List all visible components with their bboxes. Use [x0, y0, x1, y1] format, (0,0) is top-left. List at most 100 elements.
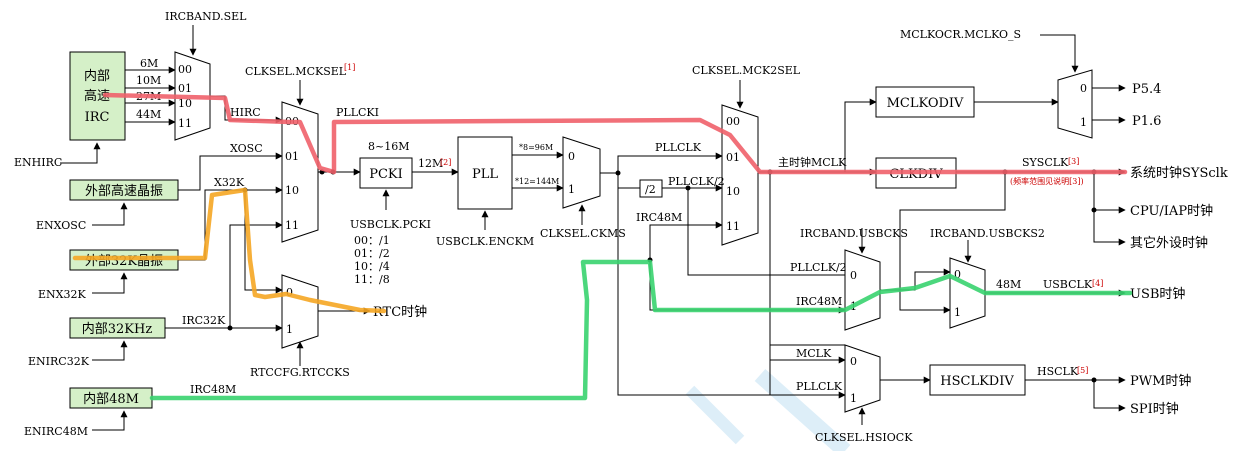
- svg-text:IRCBAND.SEL: IRCBAND.SEL: [165, 10, 247, 23]
- svg-text:[3]: [3]: [1068, 157, 1079, 166]
- svg-text:[1]: [1]: [344, 63, 355, 72]
- svg-text:P1.6: P1.6: [1132, 114, 1161, 129]
- svg-text:内部32KHz: 内部32KHz: [82, 321, 153, 337]
- highlight-paths: [72, 92, 1133, 401]
- svg-text:MCLKOCR.MCLKO_S: MCLKOCR.MCLKO_S: [900, 28, 1021, 41]
- svg-text:CLKSEL.CKMS: CLKSEL.CKMS: [540, 227, 626, 240]
- svg-text:6M: 6M: [140, 57, 158, 70]
- svg-text:SPI时钟: SPI时钟: [1130, 401, 1179, 417]
- pll-block: PLL USBCLK.ENCKM *8=96M *12=144M: [436, 136, 564, 248]
- svg-text:1: 1: [954, 306, 961, 319]
- svg-text:SYSCLK: SYSCLK: [1022, 156, 1069, 169]
- svg-text:00：/1: 00：/1: [354, 234, 390, 247]
- svg-text:IRC48M: IRC48M: [796, 295, 842, 308]
- svg-text:MCLK: MCLK: [796, 347, 832, 360]
- svg-text:ENXOSC: ENXOSC: [36, 219, 86, 232]
- svg-text:11: 11: [178, 117, 192, 130]
- svg-text:12M: 12M: [418, 157, 443, 170]
- svg-text:10M: 10M: [136, 74, 161, 87]
- svg-text:(频率范围见说明[3]): (频率范围见说明[3]): [1010, 176, 1084, 186]
- svg-text:01: 01: [285, 150, 299, 163]
- svg-text:外部高速晶振: 外部高速晶振: [85, 183, 163, 199]
- svg-text:11：/8: 11：/8: [354, 273, 390, 286]
- svg-text:CLKSEL.HSIOCK: CLKSEL.HSIOCK: [815, 431, 913, 444]
- svg-text:10: 10: [285, 184, 299, 197]
- svg-text:1: 1: [568, 183, 575, 196]
- svg-text:IRC32K: IRC32K: [182, 314, 226, 327]
- svg-text:0: 0: [850, 269, 857, 282]
- svg-text:PLLCLK/2: PLLCLK/2: [668, 175, 725, 188]
- svg-text:HIRC: HIRC: [230, 106, 261, 119]
- red-sysclk-path: [102, 92, 1128, 175]
- svg-text:高速: 高速: [84, 88, 110, 104]
- rtc-mux: 0 1 RTC时钟 RTCCFG.RTCCKS: [250, 274, 427, 379]
- mck2sel-mux: 00 01 10 11 CLKSEL.MCK2SEL: [692, 64, 801, 246]
- ckms-mux: 0 1 CLKSEL.CKMS: [540, 136, 626, 240]
- svg-text:1: 1: [286, 323, 293, 336]
- svg-text:/2: /2: [645, 183, 656, 196]
- svg-text:CPU/IAP时钟: CPU/IAP时钟: [1130, 203, 1213, 219]
- svg-text:ENIRC32K: ENIRC32K: [28, 355, 90, 368]
- svg-text:IRC: IRC: [85, 110, 110, 125]
- usb-mux-1: 0 1 IRCBAND.USBCKS PLLCLK/2 IRC48M: [649, 227, 951, 331]
- svg-text:ENIRC48M: ENIRC48M: [24, 425, 88, 438]
- svg-text:P5.4: P5.4: [1132, 82, 1161, 97]
- svg-text:11: 11: [285, 219, 299, 232]
- svg-text:内部: 内部: [84, 68, 110, 84]
- svg-text:USB时钟: USB时钟: [1130, 286, 1185, 302]
- svg-text:XOSC: XOSC: [230, 142, 263, 155]
- svg-text:[2]: [2]: [440, 158, 451, 167]
- svg-text:0: 0: [954, 268, 961, 281]
- mcksel-inputs: HIRC XOSC X32K IRC32K IRC48M: [165, 95, 283, 396]
- svg-text:ENHIRC: ENHIRC: [14, 156, 62, 169]
- hsiock-mux: 0 1 MCLK PLLCLK CLKSEL.HSIOCK HSCLKDIV H…: [769, 172, 1191, 444]
- svg-text:IRC48M: IRC48M: [190, 383, 236, 396]
- svg-text:HSCLK: HSCLK: [1037, 365, 1079, 378]
- svg-text:PLLCLK: PLLCLK: [655, 141, 702, 154]
- svg-text:PLL: PLL: [472, 167, 498, 182]
- svg-text:0: 0: [286, 286, 293, 299]
- irc48m-source-box: 内部48M: [69, 387, 153, 409]
- svg-text:0: 0: [1080, 82, 1087, 95]
- svg-text:HSCLKDIV: HSCLKDIV: [940, 374, 1014, 389]
- svg-text:11: 11: [726, 220, 740, 233]
- svg-text:0: 0: [850, 355, 857, 368]
- svg-text:10: 10: [726, 185, 740, 198]
- svg-text:01: 01: [726, 151, 740, 164]
- svg-text:10：/4: 10：/4: [354, 260, 390, 273]
- svg-text:00: 00: [178, 63, 192, 76]
- svg-text:USBCLK.ENCKM: USBCLK.ENCKM: [436, 235, 534, 248]
- svg-text:01: 01: [178, 82, 192, 95]
- svg-text:USBCLK: USBCLK: [1043, 278, 1093, 291]
- svg-text:IRCBAND.USBCKS: IRCBAND.USBCKS: [800, 227, 908, 240]
- svg-text:PWM时钟: PWM时钟: [1130, 373, 1191, 389]
- mclkodiv-block: MCLKODIV 0 1 P5.4 P1.6 MCLKOCR.MCLKO_S: [844, 28, 1161, 172]
- svg-text:[4]: [4]: [1092, 279, 1103, 288]
- svg-text:RTC时钟: RTC时钟: [373, 304, 427, 320]
- svg-text:IRCBAND.USBCKS2: IRCBAND.USBCKS2: [930, 227, 1045, 240]
- svg-text:RTCCFG.RTCCKS: RTCCFG.RTCCKS: [250, 366, 350, 379]
- svg-text:CLKSEL.MCKSEL: CLKSEL.MCKSEL: [245, 65, 347, 78]
- svg-text:MCLKODIV: MCLKODIV: [887, 96, 964, 111]
- svg-text:内部48M: 内部48M: [83, 391, 139, 407]
- svg-text:44M: 44M: [136, 108, 161, 121]
- svg-text:X32K: X32K: [214, 176, 245, 189]
- svg-text:PCKI: PCKI: [369, 167, 403, 182]
- svg-text:其它外设时钟: 其它外设时钟: [1130, 235, 1208, 251]
- enable-signals: ENHIRC ENXOSC ENX32K ENIRC32K ENIRC48M: [14, 142, 128, 438]
- usb-mux-2: 0 1 IRCBAND.USBCKS2 48M USBCLK [4] USB时钟: [899, 172, 1185, 329]
- svg-text:CLKDIV: CLKDIV: [889, 167, 943, 182]
- mcksel-mux: 00 01 10 11 CLKSEL.MCKSEL [1]: [245, 63, 355, 243]
- svg-text:系统时钟SYSclk: 系统时钟SYSclk: [1130, 165, 1228, 181]
- svg-text:00: 00: [726, 115, 740, 128]
- svg-text:主时钟MCLK: 主时钟MCLK: [778, 155, 847, 169]
- green-usb-path: [149, 259, 1133, 401]
- svg-text:USBCLK.PCKI: USBCLK.PCKI: [350, 218, 431, 231]
- svg-text:IRC48M: IRC48M: [636, 211, 682, 224]
- watermark: [685, 369, 851, 451]
- svg-text:01：/2: 01：/2: [354, 247, 390, 260]
- svg-text:*8=96M: *8=96M: [519, 143, 553, 152]
- svg-text:48M: 48M: [996, 278, 1021, 291]
- irc32k-source-box: 内部32KHz: [69, 317, 166, 339]
- ircband-freq-lines: 6M 10M 27M 44M: [125, 57, 176, 126]
